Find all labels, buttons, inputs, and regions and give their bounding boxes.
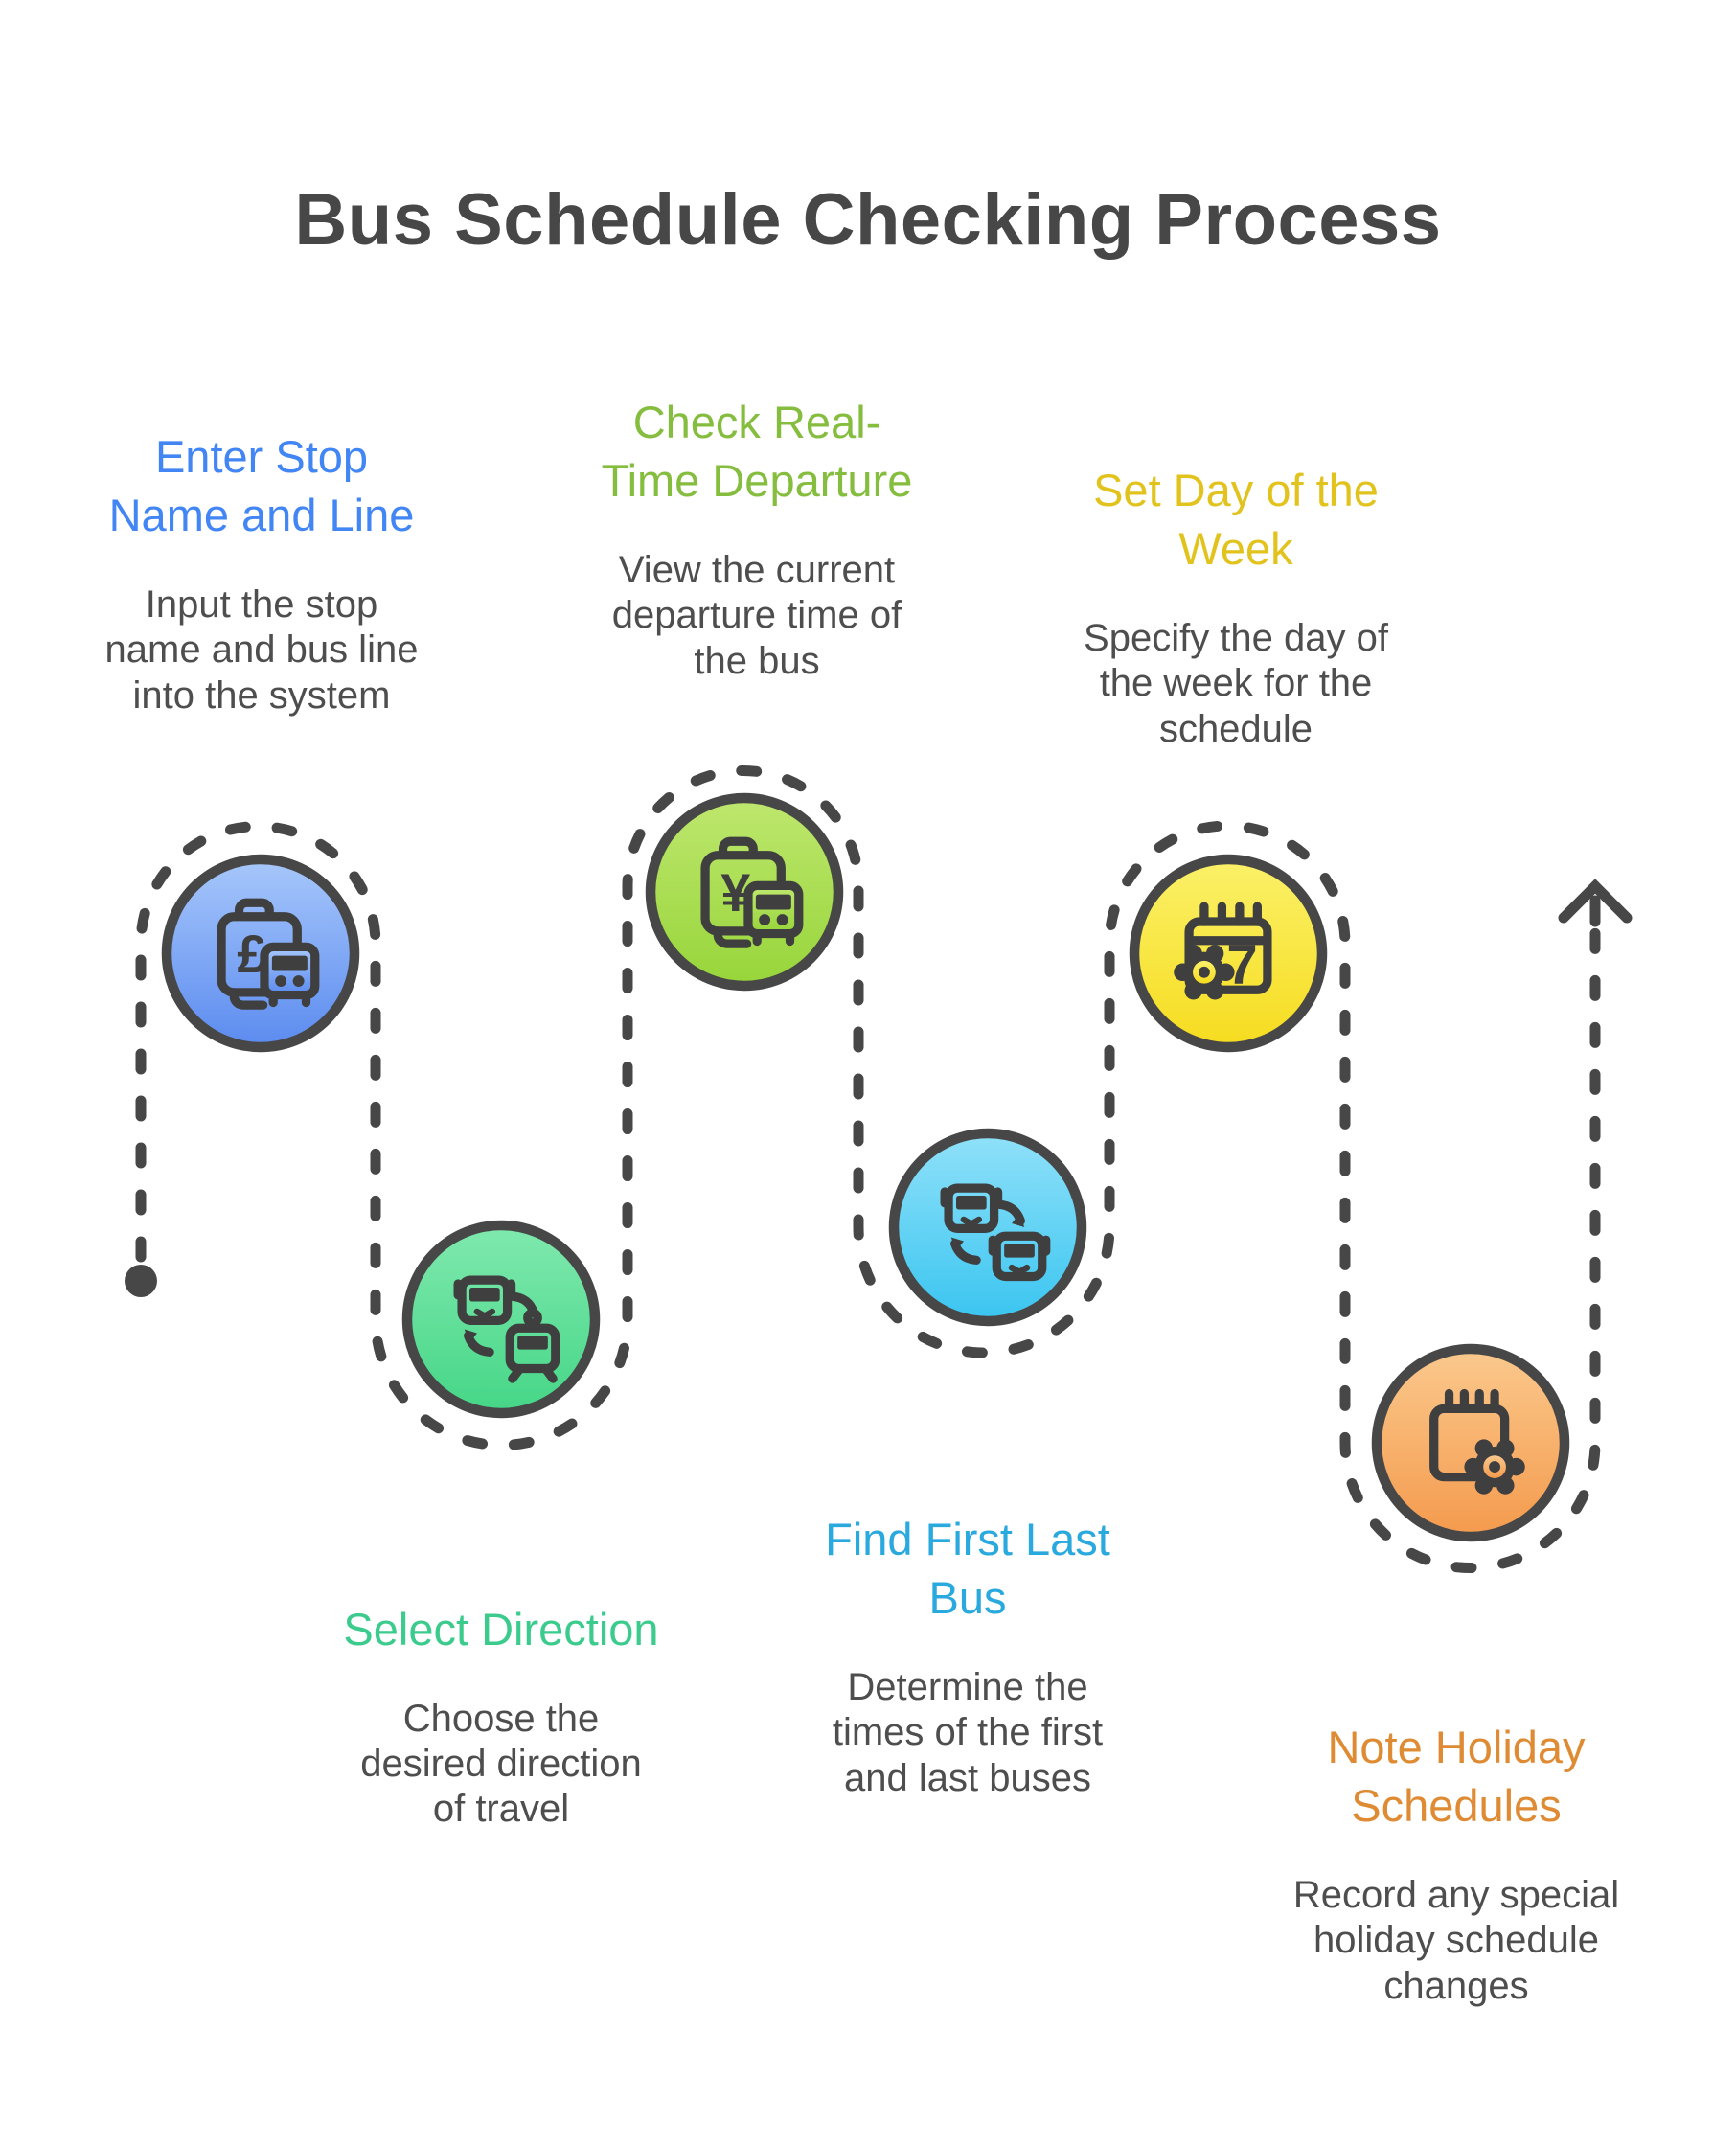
step-4-node — [401, 1220, 601, 1419]
step-3-text: Set Day of the Week Specify the day of t… — [1016, 444, 1456, 769]
start-dot-icon — [125, 1265, 157, 1297]
ticket-machine-pound-bus-icon: £ — [217, 898, 320, 1010]
gear-icon — [1464, 1439, 1525, 1495]
step-2-node: ¥ — [645, 792, 844, 992]
step-5-node — [888, 1128, 1087, 1327]
step-1-description: Input the stop name and bus line into th… — [104, 583, 419, 717]
step-5-description: Determine the times of the first and las… — [832, 1666, 1104, 1799]
bus-tram-swap-icon — [453, 1275, 560, 1383]
calendar-week-gear-icon: 7 — [1174, 902, 1272, 1000]
flow-path — [135, 765, 1601, 1573]
step-3-heading: Set Day of the Week — [1093, 465, 1379, 575]
gear-icon — [1174, 945, 1235, 1000]
notepad-gear-icon — [1429, 1388, 1525, 1495]
page-title: Bus Schedule Checking Process — [294, 179, 1442, 261]
step-1-heading: Enter Stop Name and Line — [108, 431, 415, 541]
step-2-description: View the current departure time of the b… — [611, 549, 902, 682]
step-4-description: Choose the desired direction of travel — [360, 1698, 642, 1831]
step-3-circle — [1129, 854, 1328, 1053]
step-6-description: Record any special holiday schedule chan… — [1292, 1874, 1620, 2007]
step-6-heading: Note Holiday Schedules — [1327, 1722, 1586, 1832]
step-6-text: Note Holiday Schedules Record any specia… — [1236, 1701, 1677, 2026]
step-6-node — [1371, 1343, 1570, 1542]
bus-swap-icon — [940, 1183, 1051, 1282]
ticket-machine-yen-bus-icon: ¥ — [700, 836, 804, 948]
day-7-glyph: 7 — [1226, 934, 1257, 996]
step-3-description: Specify the day of the week for the sche… — [1084, 617, 1388, 750]
step-3-node: 7 — [1129, 854, 1328, 1053]
step-6-circle — [1371, 1343, 1570, 1542]
step-4-text: Select Direction Choose the desired dire… — [281, 1583, 721, 1850]
step-1-text: Enter Stop Name and Line Input the stop … — [41, 410, 482, 736]
step-5-heading: Find First Last Bus — [825, 1514, 1110, 1624]
step-2-text: Check Real- Time Departure View the curr… — [537, 376, 977, 701]
step-2-heading: Check Real- Time Departure — [601, 397, 913, 507]
up-arrow-icon — [1558, 879, 1633, 927]
step-4-heading: Select Direction — [343, 1604, 659, 1655]
step-5-text: Find First Last Bus Determine the times … — [747, 1493, 1188, 1818]
step-1-node: £ — [161, 854, 360, 1053]
